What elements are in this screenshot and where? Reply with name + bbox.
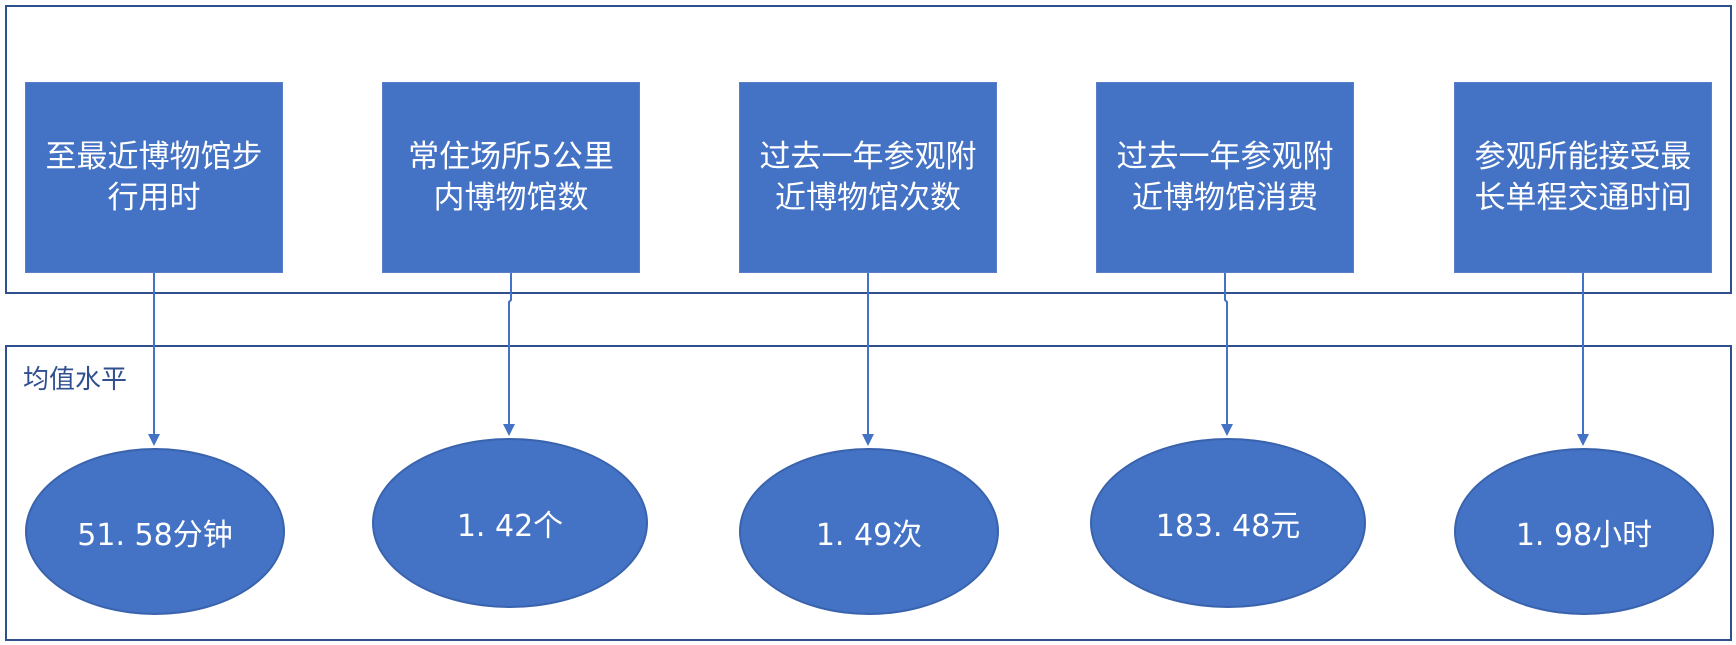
- metric-label: 参观所能接受最长单程交通时间: [1474, 138, 1692, 216]
- metric-label: 至最近博物馆步行用时: [45, 138, 263, 216]
- value-ellipse-visit-count: 1. 49次: [739, 448, 999, 615]
- metric-label: 常住场所5公里内博物馆数: [408, 138, 614, 216]
- metric-box-visit-count: 过去一年参观附近博物馆次数: [739, 82, 997, 273]
- value-ellipse-museum-count: 1. 42个: [372, 438, 648, 608]
- metric-box-max-travel-time: 参观所能接受最长单程交通时间: [1454, 82, 1712, 273]
- metric-box-visit-spending: 过去一年参观附近博物馆消费: [1096, 82, 1354, 273]
- arrow-2: [503, 273, 515, 436]
- metric-box-walk-time: 至最近博物馆步行用时: [25, 82, 283, 273]
- metric-value: 183. 48元: [1155, 509, 1301, 544]
- average-level-label: 均值水平: [23, 365, 128, 395]
- metric-box-museum-count: 常住场所5公里内博物馆数: [382, 82, 640, 273]
- metric-value: 1. 42个: [456, 509, 564, 544]
- metric-value: 1. 98小时: [1515, 517, 1653, 553]
- metric-label: 过去一年参观附近博物馆次数: [759, 138, 977, 216]
- value-ellipse-walk-time: 51. 58分钟: [25, 448, 285, 615]
- value-ellipse-visit-spending: 183. 48元: [1090, 438, 1366, 608]
- metric-label: 过去一年参观附近博物馆消费: [1116, 138, 1334, 216]
- arrow-4: [1221, 273, 1233, 436]
- metric-value: 51. 58分钟: [77, 517, 233, 553]
- metric-value: 1. 49次: [815, 517, 923, 553]
- value-ellipse-max-travel-time: 1. 98小时: [1454, 448, 1714, 615]
